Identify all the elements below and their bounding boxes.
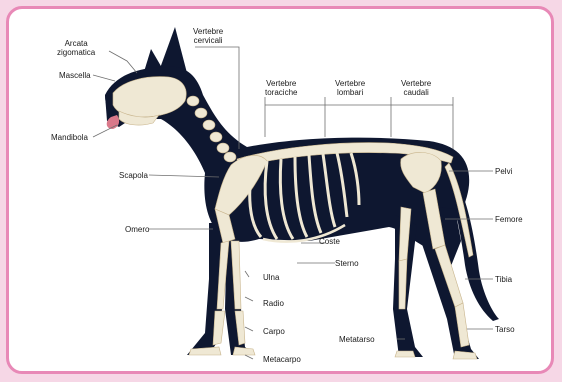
label-coste: Coste: [319, 237, 340, 246]
label-metatarso: Metatarso: [339, 335, 375, 344]
label-carpo: Carpo: [263, 327, 285, 336]
label-ulna: Ulna: [263, 273, 279, 282]
label-mascella: Mascella: [59, 71, 91, 80]
label-metacarpo: Metacarpo: [263, 355, 301, 364]
label-arcata-zigomatica: Arcata zigomatica: [57, 39, 95, 57]
label-scapola: Scapola: [119, 171, 148, 180]
label-pelvi: Pelvi: [495, 167, 512, 176]
label-vertebre-cervicali: Vertebre cervicali: [193, 27, 223, 45]
label-mandibola: Mandibola: [51, 133, 88, 142]
label-sterno: Sterno: [335, 259, 359, 268]
label-radio: Radio: [263, 299, 284, 308]
dog-skeleton-diagram: [9, 9, 554, 374]
diagram-frame: Arcata zigomatica Mascella Mandibola Ver…: [6, 6, 554, 374]
label-vertebre-toraciche: Vertebre toraciche: [265, 79, 297, 97]
label-femore: Femore: [495, 215, 523, 224]
label-vertebre-caudali: Vertebre caudali: [401, 79, 431, 97]
label-vertebre-lombari: Vertebre lombari: [335, 79, 365, 97]
label-tarso: Tarso: [495, 325, 515, 334]
label-omero: Omero: [125, 225, 149, 234]
label-tibia: Tibia: [495, 275, 512, 284]
